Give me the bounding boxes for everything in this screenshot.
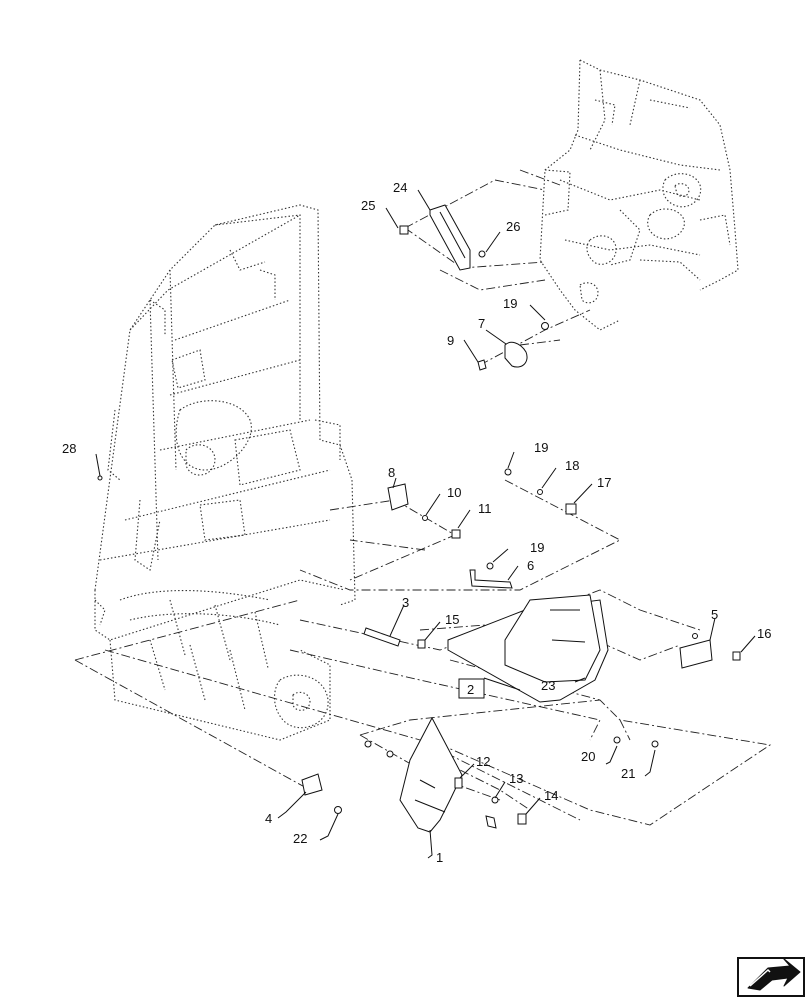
callout-13: 13 (509, 771, 523, 786)
callout-27: 26 (506, 219, 520, 234)
parts (97, 204, 741, 833)
part-1-washer (364, 740, 372, 748)
part-14-bolt (517, 813, 527, 825)
callout-8: 8 (388, 465, 395, 480)
callout-4: 4 (265, 811, 272, 826)
callout-19-lower: 19 (530, 540, 544, 555)
callout-10: 10 (447, 485, 461, 500)
part-8-plate (387, 483, 409, 511)
callout-22: 21 (621, 766, 635, 781)
callout-3: 3 (402, 595, 409, 610)
part-11-bolt (451, 529, 461, 539)
callout-2-box (458, 678, 485, 699)
callout-12: 12 (476, 754, 490, 769)
part-16-bolt (732, 651, 741, 661)
callout-2: 2 (467, 682, 474, 697)
callout-25: 24 (393, 180, 407, 195)
part-1-shield (399, 716, 463, 833)
part-20-nut (541, 322, 549, 330)
part-6-bracket (469, 569, 513, 589)
part-1-bolt (485, 815, 497, 829)
part-19-lower (486, 562, 494, 570)
alignment-centerlines (74, 169, 772, 826)
part-28 (97, 475, 103, 481)
part-5-hole (692, 633, 698, 639)
part-5-plate (679, 639, 713, 669)
callout-14: 14 (544, 788, 558, 803)
part-15-bolt (417, 639, 426, 649)
part-27-nut (478, 250, 486, 258)
part-25-bracket (429, 204, 471, 271)
callout-26: 25 (361, 198, 375, 213)
part-1-nut (386, 750, 394, 758)
callout-24: 23 (541, 678, 555, 693)
callout-15: 15 (445, 612, 459, 627)
part-12 (454, 777, 463, 789)
part-7-clip (504, 341, 528, 368)
callout-9: 9 (447, 333, 454, 348)
callout-6: 6 (527, 558, 534, 573)
callout-7: 7 (478, 316, 485, 331)
part-9-bolt (477, 359, 487, 371)
part-3-bar (363, 627, 401, 647)
callout-16: 16 (757, 626, 771, 641)
part-17-spring (565, 503, 577, 515)
callout-23: 22 (293, 831, 307, 846)
callout-20: 19 (503, 296, 517, 311)
callout-1: 1 (436, 850, 443, 865)
callout-21: 20 (581, 749, 595, 764)
part-10-washer (422, 515, 428, 521)
part-23-nut (334, 806, 342, 814)
next-page-arrow-icon[interactable] (737, 957, 805, 997)
part-19-upper (504, 468, 512, 476)
leader-lines (95, 189, 756, 859)
part-4-plate (301, 773, 323, 796)
callout-28: 28 (62, 441, 76, 456)
part-21 (613, 736, 621, 744)
part-13 (491, 796, 499, 804)
upper-right-assembly-phantom (539, 59, 739, 331)
part-22 (651, 740, 659, 748)
callout-labels: 24 25 26 19 7 9 28 19 18 17 8 10 11 19 6… (62, 180, 771, 865)
callout-17: 17 (597, 475, 611, 490)
part-26-bolt (399, 225, 409, 235)
part-24-shield (504, 594, 601, 683)
baler-frame-phantom (94, 204, 356, 741)
callout-19-upper: 19 (534, 440, 548, 455)
callout-18: 18 (565, 458, 579, 473)
callout-5: 5 (711, 607, 718, 622)
part-18 (537, 489, 543, 495)
callout-11: 11 (478, 501, 492, 516)
